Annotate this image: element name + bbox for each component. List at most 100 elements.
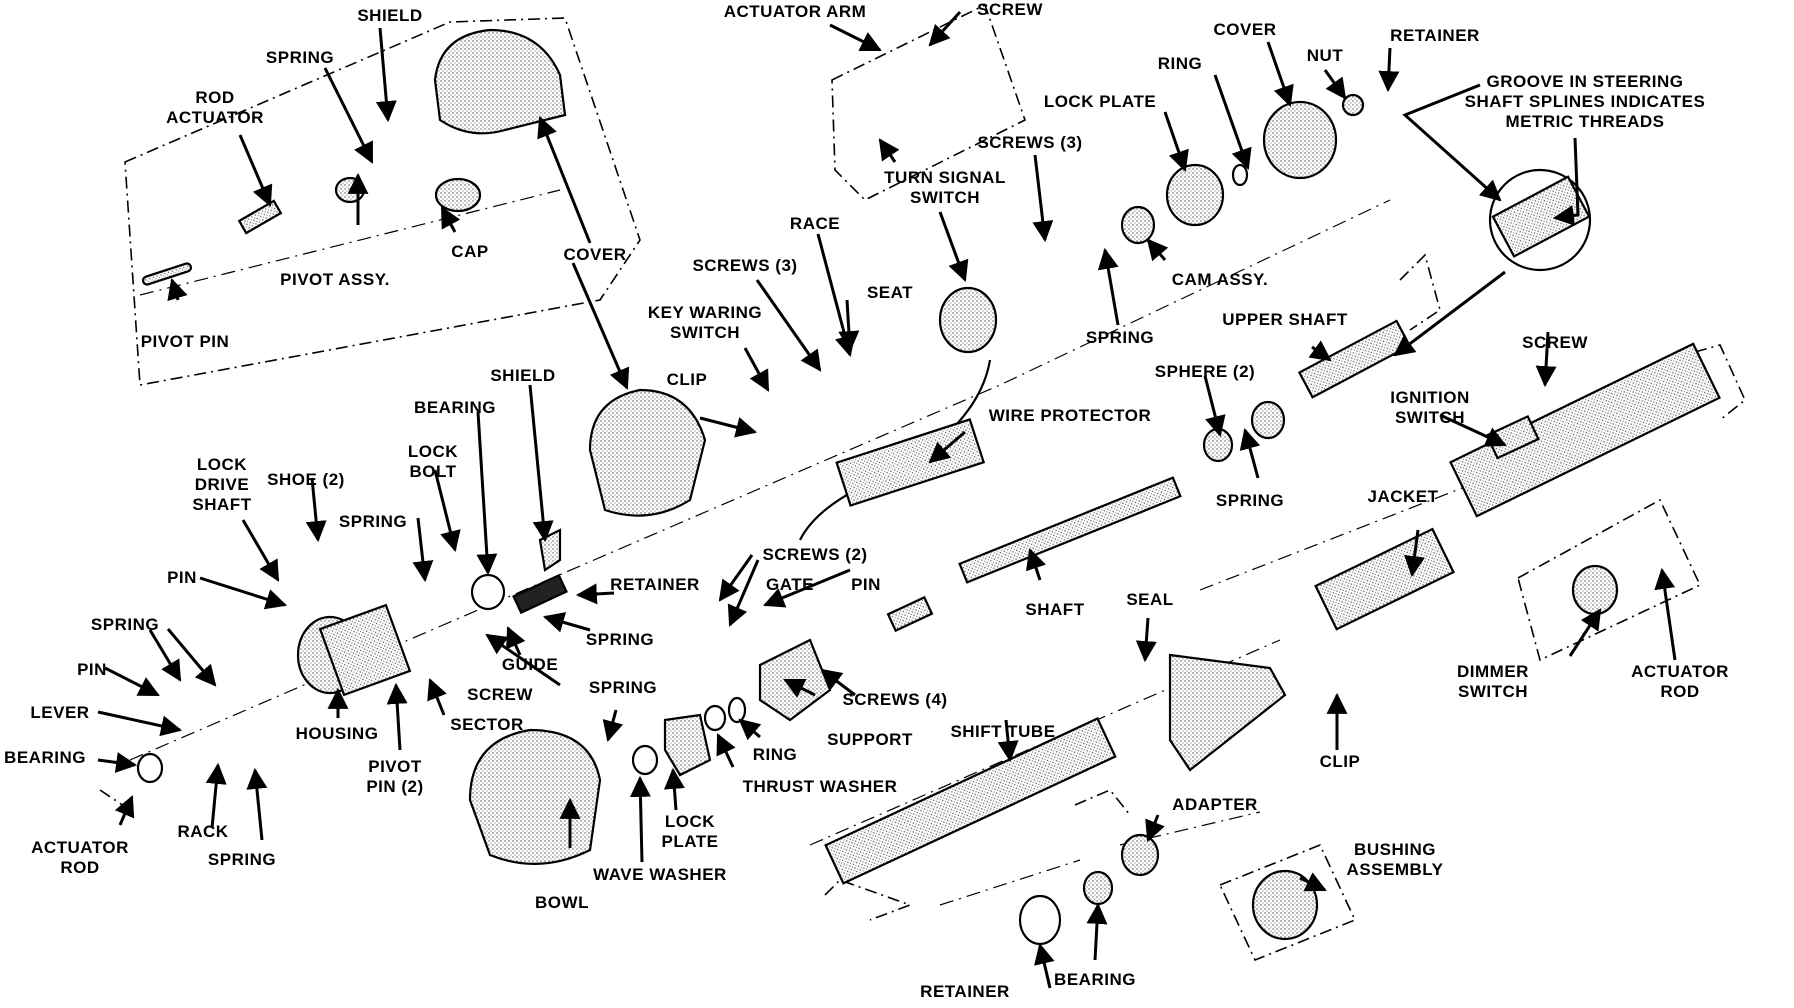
label-cap: CAP [451, 242, 489, 261]
part-pivot-assy [334, 176, 366, 204]
label-nut: NUT [1306, 46, 1344, 65]
label-cam-assy: CAM ASSY. [1171, 270, 1269, 289]
part-cam-assy [1120, 205, 1156, 245]
group-box-adapter [1074, 789, 1131, 816]
label-retainer-mid: RETAINER [610, 575, 700, 594]
part-upper-shaft [1297, 319, 1412, 399]
part-bushing-assembly [1251, 869, 1319, 941]
label-rack: RACK [177, 822, 229, 841]
part-pin-cylinder [886, 595, 934, 633]
label-ring-lower: RING [752, 745, 798, 764]
group-box-tilt-head [124, 17, 641, 386]
label-guide: GUIDE [501, 655, 559, 674]
label-spring-left: SPRING [90, 615, 160, 634]
label-spring-top: SPRING [265, 48, 335, 67]
part-lock-plate-top [1165, 163, 1225, 227]
part-jacket-outer [1449, 342, 1721, 518]
part-wave-washer [631, 744, 659, 776]
part-retainer-bottom [1018, 894, 1062, 946]
label-ring-top: RING [1157, 54, 1203, 73]
label-screws-4: SCREWS (4) [842, 690, 948, 709]
label-race: RACE [789, 214, 841, 233]
label-shield-top: SHIELD [357, 6, 423, 25]
group-box-lower-left [99, 789, 131, 811]
label-screw-ignition: SCREW [1522, 333, 1588, 352]
part-cover-right [1262, 100, 1338, 180]
group-boxes [99, 3, 1746, 962]
label-gate: GATE [766, 575, 814, 594]
part-cap [434, 177, 482, 213]
leader-arrows [97, 10, 1677, 989]
label-screw-top: SCREW [977, 0, 1043, 19]
label-spring-lockbolt: SPRING [338, 512, 408, 531]
part-bowl [468, 728, 602, 865]
part-shaft [958, 476, 1182, 584]
part-shield-mid [538, 528, 562, 572]
label-shift-tube: SHIFT TUBE [950, 722, 1056, 741]
label-screw-sector: SCREW [467, 685, 533, 704]
label-clip-lower: CLIP [1319, 752, 1361, 771]
label-lock-plate-top: LOCK PLATE [1043, 92, 1157, 111]
label-retainer-top: RETAINER [1390, 26, 1480, 45]
label-sector: SECTOR [450, 715, 524, 734]
group-box-dimmer [1517, 498, 1702, 662]
part-ring-lower [727, 696, 747, 724]
part-bearing-mid [470, 573, 506, 611]
label-bearing-left: BEARING [4, 748, 86, 767]
part-support [758, 638, 832, 722]
label-cover-right: COVER [1213, 20, 1277, 39]
part-nut [1341, 93, 1365, 117]
label-pin-left: PIN [77, 660, 107, 679]
label-actuator-arm: ACTUATOR ARM [723, 2, 867, 21]
label-bearing-mid: BEARING [414, 398, 496, 417]
label-upper-shaft: UPPER SHAFT [1222, 310, 1348, 329]
label-pin-gate: PIN [851, 575, 881, 594]
label-support: SUPPORT [827, 730, 913, 749]
label-shoe-2: SHOE (2) [267, 470, 345, 489]
part-ring-top [1231, 163, 1249, 187]
label-cover-left: COVER [563, 245, 627, 264]
part-dimmer-switch [1571, 564, 1619, 616]
label-clip-upper: CLIP [666, 370, 708, 389]
label-seat: SEAT [866, 283, 914, 302]
part-cover-upper [433, 28, 567, 135]
label-spring-lower: SPRING [588, 678, 658, 697]
label-bowl: BOWL [535, 893, 589, 912]
group-box-shift-tube [824, 879, 913, 921]
label-spring-sphere: SPRING [1215, 491, 1285, 510]
part-ignition-switch [1485, 414, 1540, 460]
label-screws-3-upper: SCREWS (3) [977, 133, 1083, 152]
group-box-turn-signal [831, 3, 1026, 201]
label-spring-rack: SPRING [207, 850, 277, 869]
label-sphere-2: SPHERE (2) [1154, 362, 1256, 381]
label-wire-protector: WIRE PROTECTOR [988, 406, 1152, 425]
part-pivot-pin [141, 262, 193, 286]
part-bearing-left [136, 752, 164, 784]
label-screws-2: SCREWS (2) [762, 545, 868, 564]
part-sphere [1202, 427, 1234, 463]
part-seal [1168, 653, 1287, 772]
group-box-upper-shaft [1399, 253, 1441, 331]
part-lock-plate-lower [663, 713, 712, 777]
label-shield-mid: SHIELD [490, 366, 556, 385]
label-seal: SEAL [1126, 590, 1174, 609]
label-lever: LEVER [30, 703, 90, 722]
part-spring-guide [512, 573, 568, 615]
label-adapter: ADAPTER [1172, 795, 1258, 814]
part-thrust-washer [703, 704, 727, 732]
parts [136, 28, 1721, 946]
part-bearing-bottom [1082, 870, 1114, 906]
label-retainer-bottom: RETAINER [920, 982, 1010, 1001]
part-adapter [1120, 833, 1160, 877]
